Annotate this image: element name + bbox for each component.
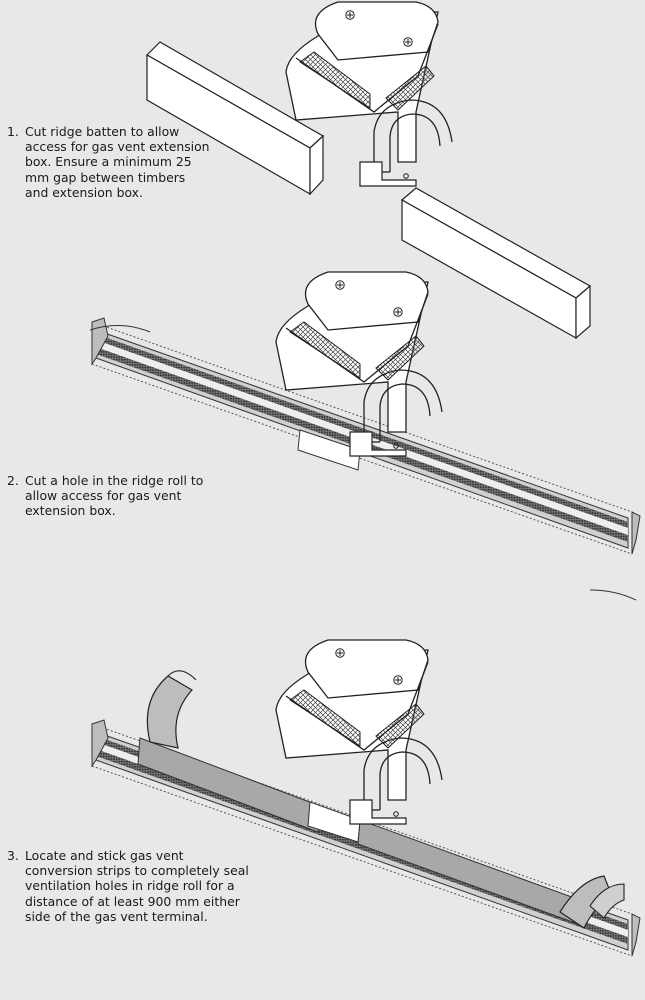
- ridge-roll-2: [89, 317, 641, 601]
- step-3-number: 3.: [7, 848, 19, 863]
- ridge-roll-3: [91, 719, 641, 957]
- step-2-instruction: 2. Cut a hole in the ridge roll to allow…: [7, 473, 232, 519]
- step-1-number: 1.: [7, 124, 19, 139]
- conversion-strip-left-curl: [146, 670, 197, 749]
- step-3-text: Locate and stick gas vent conversion str…: [25, 848, 249, 924]
- step-2-text: Cut a hole in the ridge roll to allow ac…: [25, 473, 204, 519]
- step-2-illustration: [89, 271, 641, 601]
- ridge-batten-left: [146, 41, 325, 196]
- step-3-illustration: [91, 639, 641, 957]
- step-1-illustration: [146, 1, 592, 340]
- step-2-number: 2.: [7, 473, 19, 488]
- conversion-strip-right-curl: [559, 875, 625, 929]
- step-3-instruction: 3. Locate and stick gas vent conversion …: [7, 848, 252, 924]
- ridge-batten-right: [400, 187, 592, 340]
- step-1-instruction: 1. Cut ridge batten to allow access for …: [7, 124, 212, 200]
- step-1-text: Cut ridge batten to allow access for gas…: [25, 124, 210, 200]
- gas-vent-extension-box-3: [275, 639, 443, 825]
